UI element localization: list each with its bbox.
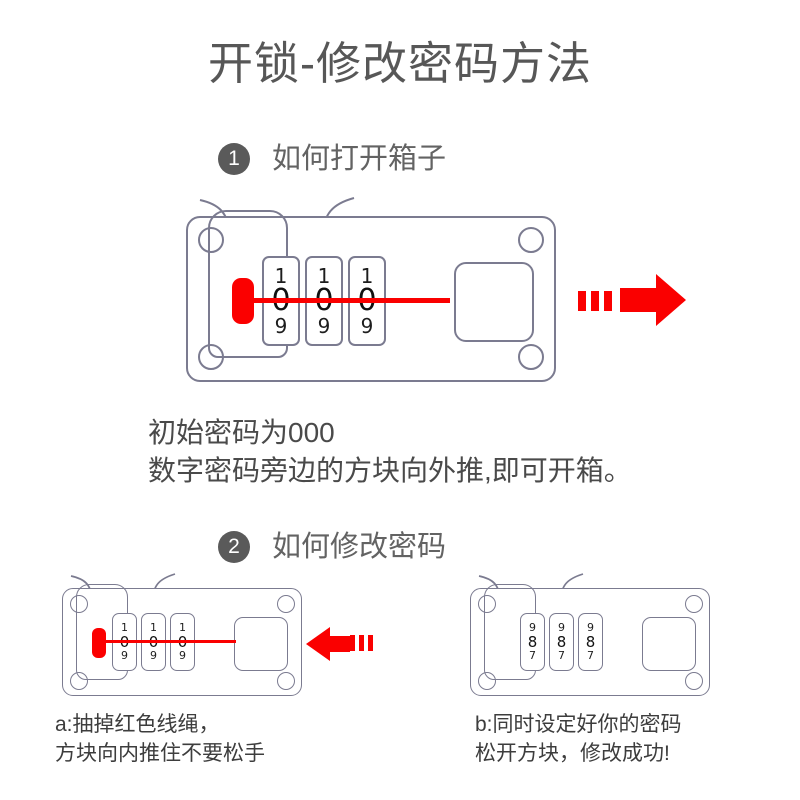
push-out-arrow-group [578,272,686,328]
arrow-motion-dashes-left [350,635,373,651]
caption-panel-a: a:抽掉红色线绳， 方块向内推住不要松手 [55,713,265,765]
screw-a-top-right [277,595,295,613]
lock-diagram-panel-a: 1 0 9 1 0 9 1 0 9 [62,573,302,696]
dial-b-1-bottom: 7 [529,649,536,662]
step-badge-2: 2 [218,531,250,563]
screw-b-bottom-right [685,672,703,690]
push-in-arrow-group [306,626,373,662]
dial-b-3-top: 9 [587,621,594,634]
step-badge-1: 1 [218,143,250,175]
dial-a-1-bottom: 9 [121,649,128,662]
section-header-open-case: 1 如何打开箱子 [218,142,446,176]
dial-b-1[interactable]: 9 8 7 [520,613,545,671]
dial-a-2-top: 1 [150,621,157,634]
caption-panel-b: b:同时设定好你的密码 松开方块，修改成功! [475,713,682,765]
section-header-change-code: 2 如何修改密码 [218,530,446,564]
latch-plate [454,262,534,342]
screw-a-bottom-right [277,672,295,690]
arrow-motion-dashes-right [578,291,612,311]
red-slider-block-a[interactable] [92,628,106,658]
dial-b-2-bottom: 7 [558,649,565,662]
dial-1-top: 1 [274,264,288,288]
dial-b-1-top: 9 [529,621,536,634]
dial-b-2[interactable]: 9 8 7 [549,613,574,671]
dial-a-2-bottom: 9 [150,649,157,662]
arrow-left-icon [306,627,350,661]
screw-top-left [198,227,224,253]
screw-top-right [518,227,544,253]
red-slider-block[interactable] [232,278,254,324]
dial-3-bottom: 9 [360,314,374,338]
dial-a-3-top: 1 [179,621,186,634]
dial-2-bottom: 9 [317,314,331,338]
red-cord-line-a [96,640,236,643]
dial-1-bottom: 9 [274,314,288,338]
dial-a-1-top: 1 [121,621,128,634]
dial-b-1-value: 8 [527,633,538,651]
lock-diagram-panel-b: 9 8 7 9 8 7 9 8 7 [470,573,710,696]
screw-bottom-right [518,344,544,370]
screw-b-top-right [685,595,703,613]
dial-2-top: 1 [317,264,331,288]
section-1-body-text: 初始密码为000 数字密码旁边的方块向外推,即可开箱。 [148,417,632,486]
dial-b-3[interactable]: 9 8 7 [578,613,603,671]
section-label-change-code: 如何修改密码 [272,531,447,563]
dial-b-2-value: 8 [556,633,567,651]
dial-3-top: 1 [360,264,374,288]
lock-diagram-open-case: 1 0 9 1 0 9 1 0 9 [186,197,556,382]
dial-a-3-bottom: 9 [179,649,186,662]
red-cord-line [238,298,450,303]
dial-b-3-bottom: 7 [587,649,594,662]
dial-b-3-value: 8 [585,633,596,651]
arrow-right-icon [620,274,686,326]
dial-b-2-top: 9 [558,621,565,634]
page-title: 开锁-修改密码方法 [208,38,592,89]
latch-plate-a [234,617,288,671]
latch-plate-b [642,617,696,671]
section-label-open-case: 如何打开箱子 [272,143,447,175]
